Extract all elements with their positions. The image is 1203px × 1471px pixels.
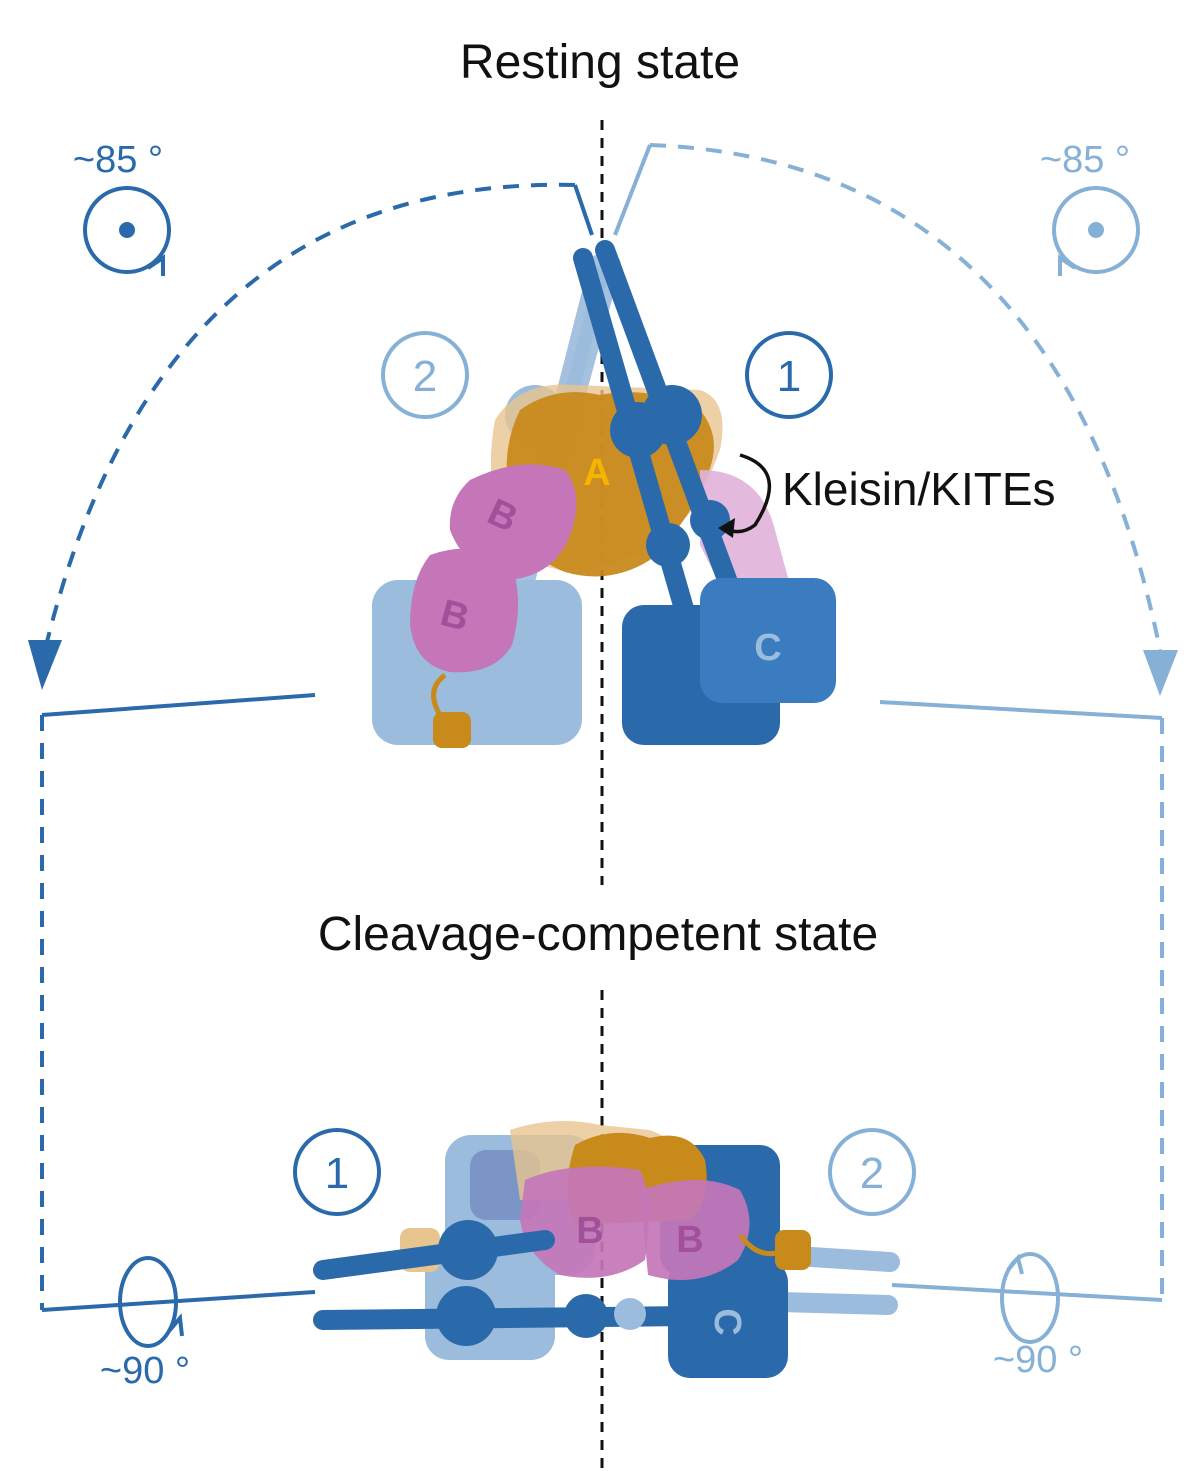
rotation-in-plane-icon-right — [1000, 1252, 1060, 1344]
kleisin-label: Kleisin/KITEs — [782, 463, 1056, 515]
rotation-out-of-plane-icon-right — [1052, 186, 1140, 276]
protomer-1-badge-top: 1 — [745, 331, 833, 419]
domain-label-c-top: C — [754, 627, 781, 669]
rotation-out-of-plane-icon-left — [83, 186, 171, 276]
protomer-2-badge-bottom: 2 — [828, 1128, 916, 1216]
protomer-2-badge-top: 2 — [381, 331, 469, 419]
left-rotation-path — [28, 182, 594, 1312]
protomer-1-number-bottom: 1 — [325, 1149, 349, 1198]
rotation-in-plane-icon-left — [118, 1256, 184, 1348]
cleavage-complex: C B B — [313, 1121, 900, 1378]
cleavage-state-title: Cleavage-competent state — [318, 908, 878, 961]
domain-label-a: A — [583, 452, 610, 494]
resting-state-title: Resting state — [460, 36, 740, 89]
kleisin-arrowhead — [718, 518, 735, 538]
angle-label-top-left: ~85 ° — [73, 139, 163, 181]
resting-complex: A B B C — [372, 240, 836, 748]
kleisin-pointer-arrow — [727, 453, 772, 534]
domain-label-c-bottom: C — [706, 1308, 748, 1335]
angle-label-top-right: ~85 ° — [1040, 139, 1130, 181]
protomer-2-number-bottom: 2 — [860, 1149, 884, 1198]
angle-label-bottom-left: ~90 ° — [100, 1350, 190, 1392]
right-rotation-path — [613, 143, 1178, 1302]
protomer-1-badge-bottom: 1 — [293, 1128, 381, 1216]
protomer-1-number-top: 1 — [777, 352, 801, 401]
domain-label-b-bottom-2: B — [676, 1219, 703, 1261]
protomer-2-number-top: 2 — [413, 352, 437, 401]
angle-label-bottom-right: ~90 ° — [993, 1339, 1083, 1381]
domain-label-b-bottom-1: B — [576, 1210, 603, 1252]
